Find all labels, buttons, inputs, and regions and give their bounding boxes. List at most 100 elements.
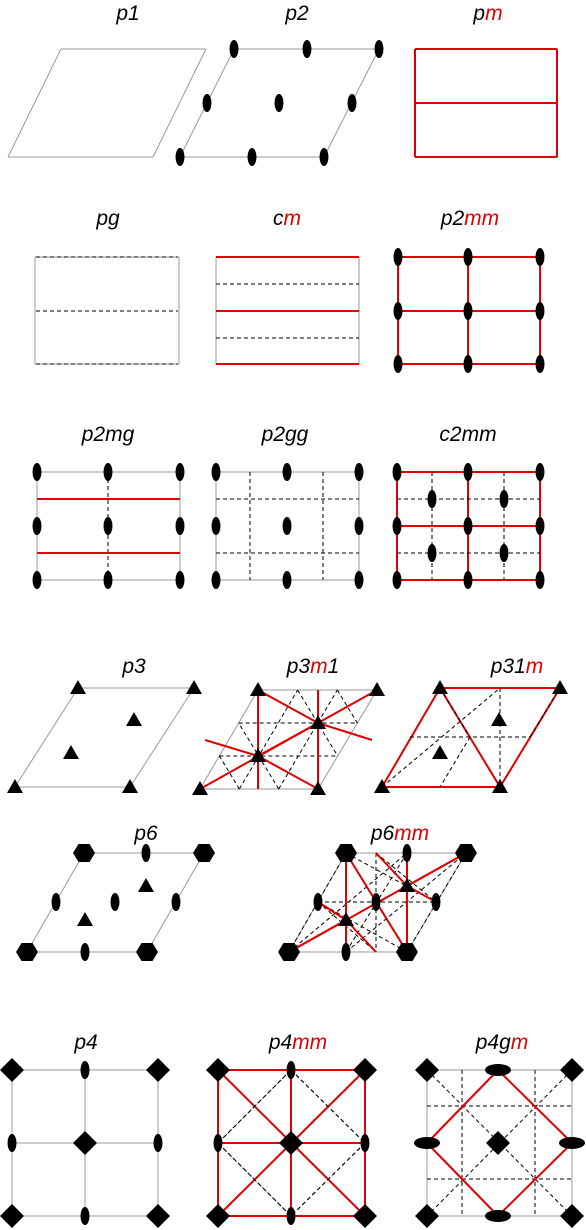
label-p2: p2 [284,2,309,25]
twofold-rotation-icon [535,302,545,320]
label-pm: pm [472,2,502,25]
mirror-line [426,1069,499,1144]
p2-symbols [175,40,384,166]
label-cm: cm [273,207,301,230]
glide-line [290,1142,366,1217]
threefold-rotation-icon [399,878,415,892]
glide-line [439,687,471,738]
threefold-rotation-icon [186,680,202,694]
sixfold-rotation-icon [193,844,215,862]
twofold-rotation-icon [393,355,403,373]
label-p1: p1 [115,2,139,25]
twofold-rotation-icon [313,893,323,911]
twofold-rotation-icon [371,893,381,911]
label-pg: pg [95,207,120,230]
threefold-rotation-icon [122,779,138,793]
p31m-symbols [374,680,568,793]
twofold-rotation-icon [80,1207,90,1225]
label-p2mg: p2mg [81,423,135,446]
label-part: c2mm [439,423,496,446]
cm-lines [215,256,360,365]
threefold-rotation-icon [310,715,326,729]
threefold-rotation-icon [250,682,266,696]
label-p2gg: p2gg [261,423,309,446]
label-part: 1 [328,655,340,678]
label-part: m [284,207,302,230]
cell-edge [317,689,378,790]
glide-line [217,1142,292,1217]
threefold-rotation-icon [7,779,23,793]
label-p4gm: p4gm [475,1031,529,1054]
symbols-layer [0,40,585,1228]
mirror-line [288,919,347,953]
fourfold-rotation-icon [279,1131,303,1155]
twofold-rotation-icon [463,571,473,589]
twofold-rotation-icon [535,355,545,373]
glide-line [217,1069,292,1144]
glide-line [290,1069,366,1144]
sixfold-rotation-icon [278,943,300,961]
mirror-line [317,901,347,921]
label-part: p3 [286,655,311,678]
p4mm-symbols [206,1058,377,1228]
p3-lines [14,687,195,788]
fourfold-rotation-icon [146,1204,170,1228]
fourfold-rotation-icon [353,1204,377,1228]
mirror-line [317,722,373,741]
sixfold-rotation-icon [136,943,158,961]
twofold-rotation-icon [32,571,42,589]
twofold-rotation-icon [485,1210,511,1222]
twofold-rotation-icon [360,1134,370,1152]
twofold-rotation-icon [211,517,221,535]
twofold-rotation-icon [141,844,151,862]
glide-line [238,689,299,790]
p2gg-symbols [211,463,364,589]
p3m1-symbols [192,682,385,795]
twofold-rotation-icon [414,1137,440,1149]
threefold-rotation-icon [492,779,508,793]
label-part: p2mg [81,423,135,446]
threefold-rotation-icon [77,912,93,926]
twofold-rotation-icon [347,94,357,112]
twofold-rotation-icon [110,893,120,911]
label-part: m [310,655,328,678]
threefold-rotation-icon [374,779,390,793]
fourfold-rotation-icon [486,1131,510,1155]
glide-line [426,1069,573,1217]
label-part: p [472,2,485,25]
label-part: p4g [475,1031,511,1054]
glide-line [439,736,471,788]
threefold-rotation-icon [250,748,266,762]
twofold-rotation-icon [286,1061,296,1079]
twofold-rotation-icon [319,148,329,166]
label-part: p6 [133,822,158,845]
mirror-line [257,689,319,724]
pg-lines [34,256,180,365]
threefold-rotation-icon [369,682,385,696]
p6-symbols [16,844,215,961]
twofold-rotation-icon [171,893,181,911]
twofold-rotation-icon [103,463,113,481]
label-p4mm: p4mm [268,1031,327,1054]
twofold-rotation-icon [229,40,239,58]
label-p2mm: p2mm [440,207,499,230]
twofold-rotation-icon [286,1207,296,1225]
p2mm-symbols [393,248,545,373]
twofold-rotation-icon [393,302,403,320]
threefold-rotation-icon [432,680,448,694]
twofold-rotation-icon [282,571,292,589]
c2mm-symbols [392,463,545,589]
cell-edge [7,48,62,158]
label-p3: p3 [121,655,146,678]
fourfold-rotation-icon [415,1204,439,1228]
pm-lines [414,48,558,158]
label-p4: p4 [73,1031,97,1054]
fourfold-rotation-icon [415,1058,439,1082]
fourfold-rotation-icon [206,1058,230,1082]
p3m1-lines [199,689,378,790]
label-part: m [526,655,544,678]
fourfold-rotation-icon [146,1058,170,1082]
label-part: p1 [115,2,139,25]
twofold-rotation-icon [282,517,292,535]
twofold-rotation-icon [354,463,364,481]
